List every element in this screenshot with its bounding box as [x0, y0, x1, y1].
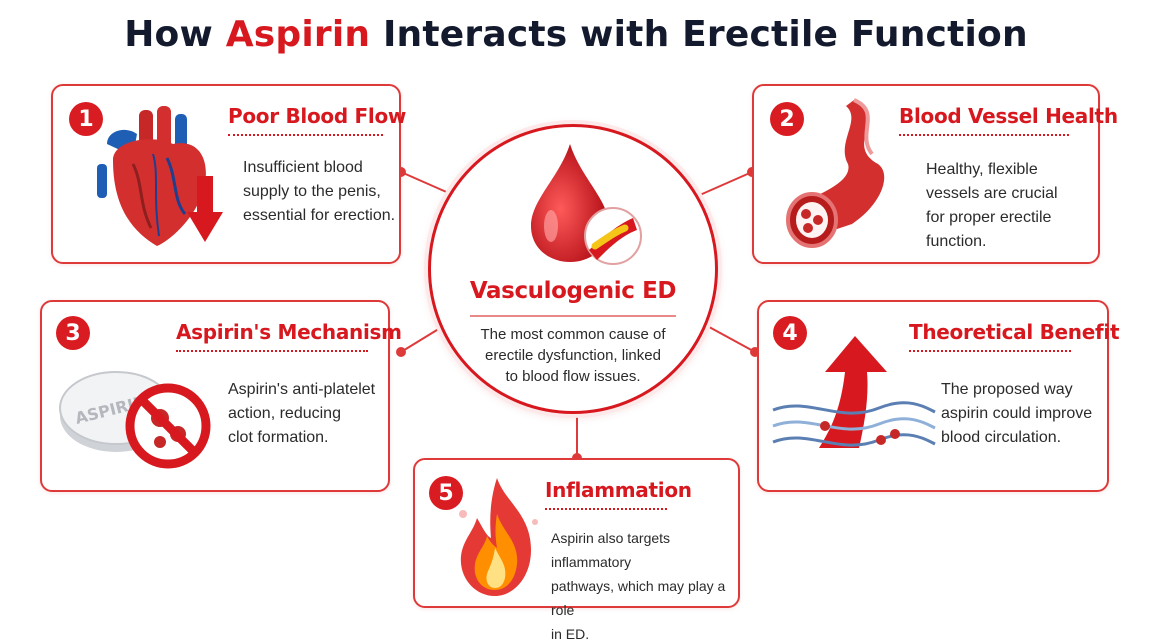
title-underline — [909, 350, 1071, 352]
card-line: blood circulation. — [941, 429, 1062, 446]
card-description: Insufficient blood supply to the penis, … — [243, 156, 395, 228]
card-inflammation: 5 Inflammation Aspirin also targets infl… — [413, 458, 740, 640]
card-title: Blood Vessel Health — [899, 104, 1118, 128]
card-line: action, reducing — [228, 405, 341, 422]
circulation-arrow-icon — [772, 336, 936, 448]
card-line: Aspirin's anti-platelet — [228, 381, 376, 398]
card-line: The proposed way — [941, 381, 1073, 398]
connector-2 — [692, 171, 753, 199]
center-title: Vasculogenic ED — [469, 278, 677, 304]
title-underline — [899, 134, 1069, 136]
card-number: 1 — [69, 102, 103, 136]
card-title: Inflammation — [545, 478, 692, 502]
page-title: How Aspirin Interacts with Erectile Func… — [0, 14, 1152, 55]
card-line: Aspirin also targets inflammatory — [551, 530, 671, 570]
title-suffix: Interacts with Erectile Function — [382, 14, 1028, 55]
card-line: in ED. — [551, 626, 590, 640]
title-underline — [176, 350, 368, 352]
card-number: 2 — [770, 102, 804, 136]
card-number: 4 — [773, 316, 807, 350]
card-number: 3 — [56, 316, 90, 350]
blood-drop-icon — [531, 144, 642, 265]
card-line: essential for erection. — [243, 207, 396, 224]
center-line-2: erectile dysfunction, linked — [485, 347, 661, 364]
card-line: vessels are crucial — [926, 185, 1058, 202]
card-line: aspirin could improve — [941, 405, 1093, 422]
center-line-3: to blood flow issues. — [505, 368, 641, 385]
card-line: Insufficient blood — [243, 159, 363, 176]
title-underline — [545, 508, 667, 510]
center-description: The most common cause of erectile dysfun… — [468, 324, 678, 387]
title-prefix: How — [124, 14, 213, 55]
blood-vessel-icon — [786, 98, 885, 248]
card-line: function. — [926, 233, 987, 250]
title-underline — [228, 134, 383, 136]
card-line: for proper erectile — [926, 209, 1052, 226]
card-description: The proposed way aspirin could improve b… — [941, 378, 1092, 450]
flame-icon — [459, 478, 538, 596]
card-line: Healthy, flexible — [926, 161, 1038, 178]
card-theoretical-benefit: 4 Theoretical Benefit The proposed way a… — [757, 300, 1120, 492]
card-line: supply to the penis, — [243, 183, 381, 200]
card-title: Theoretical Benefit — [909, 320, 1120, 344]
card-description: Healthy, flexible vessels are crucial fo… — [926, 158, 1058, 254]
card-line: pathways, which may play a role — [551, 578, 726, 618]
card-description: Aspirin also targets inflammatory pathwa… — [551, 526, 738, 640]
card-blood-vessel-health: 2 Blood Vessel Health Healthy, flexible … — [752, 84, 1118, 264]
card-title: Poor Blood Flow — [228, 104, 407, 128]
connector-4 — [699, 321, 756, 353]
card-line: clot formation. — [228, 429, 329, 446]
card-number: 5 — [429, 476, 463, 510]
aspirin-pill-icon: ASPIRIN — [59, 371, 211, 469]
card-title: Aspirin's Mechanism — [176, 320, 402, 344]
card-description: Aspirin's anti-platelet action, reducing… — [228, 378, 375, 450]
center-line-1: The most common cause of — [480, 326, 666, 343]
card-aspirin-mechanism: 3 ASPIRIN Aspirin's Mechanism Aspirin's … — [40, 300, 402, 492]
card-poor-blood-flow: 1 Poor Blood Flow Insufficient blood sup… — [51, 84, 406, 264]
title-accent: Aspirin — [225, 14, 371, 55]
center-divider — [470, 315, 676, 317]
heart-icon — [97, 106, 223, 246]
